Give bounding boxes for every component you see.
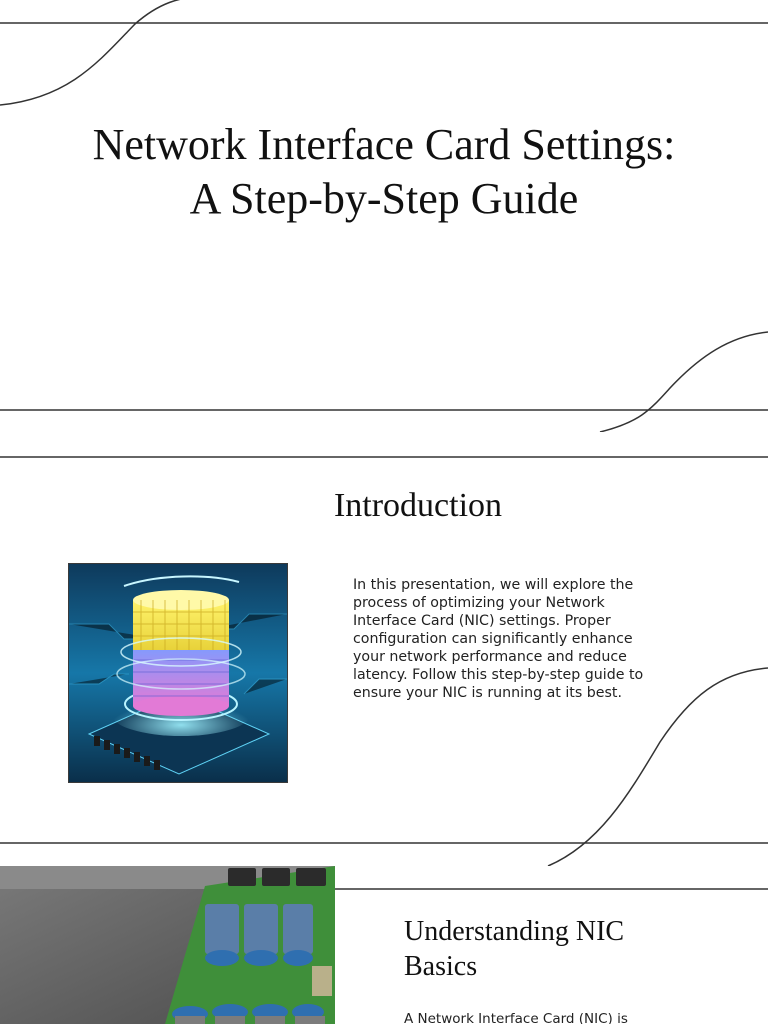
introduction-slide: Introduction [0, 432, 768, 866]
introduction-heading: Introduction [333, 487, 503, 524]
top-left-curve [0, 0, 180, 106]
understanding-heading: Understanding NIC Basics [404, 916, 625, 982]
understanding-body: A Network Interface Card (NIC) is [404, 1011, 628, 1024]
data-cylinder-image [68, 563, 288, 783]
circuit-board-image [0, 866, 335, 1024]
bottom-right-curve [599, 331, 768, 432]
understanding-slide: Understanding NIC Basics A Network Inter… [0, 866, 768, 1024]
introduction-body: In this presentation, we will explore th… [353, 577, 644, 701]
circuit-board-photo [0, 866, 335, 1024]
presentation-title: Network Interface Card Settings: A Step-… [92, 120, 676, 223]
data-cylinder-illustration [69, 564, 287, 782]
title-slide: Network Interface Card Settings: A Step-… [0, 0, 768, 432]
